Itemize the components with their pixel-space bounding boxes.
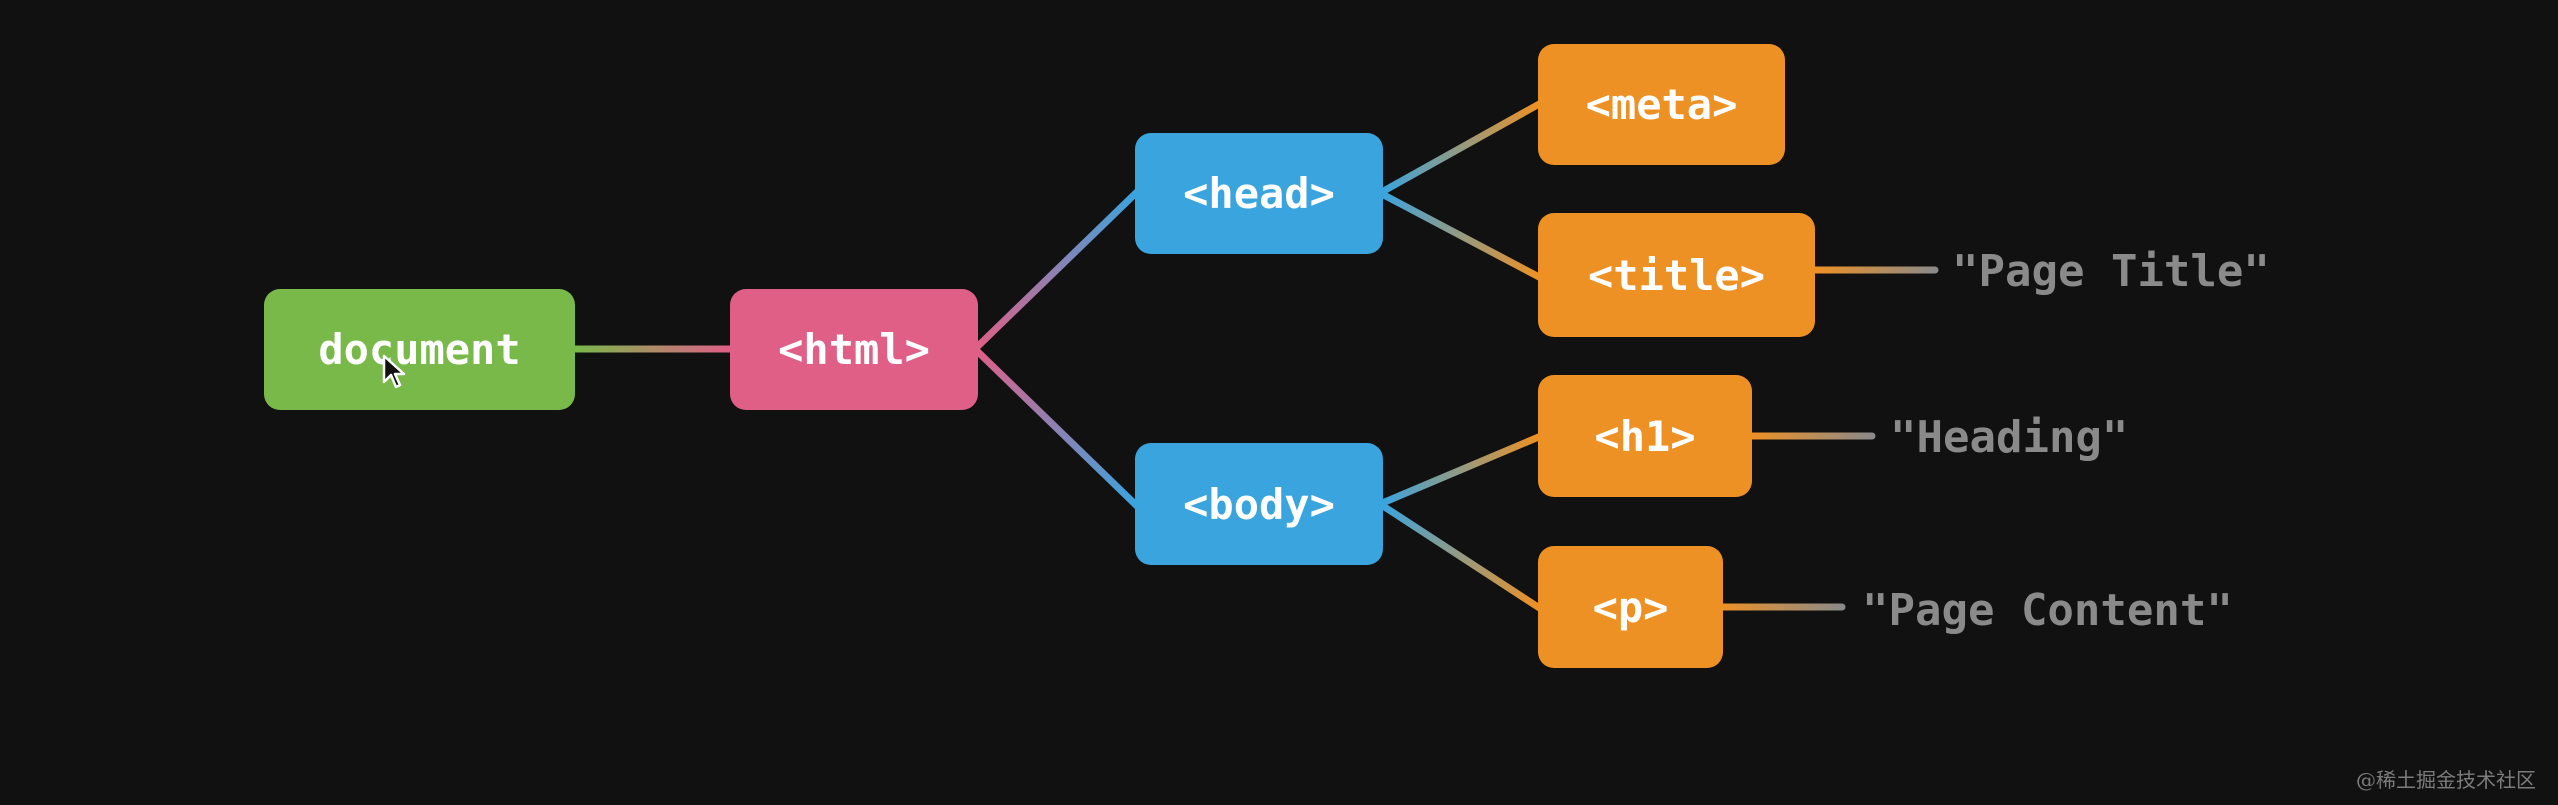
edge-head-title [1376, 189, 1545, 282]
html-node: <html> [730, 289, 978, 410]
title-node: <title> [1538, 213, 1815, 337]
title-text-node: "Page Title" [1952, 246, 2270, 297]
edge-body-p [1376, 500, 1545, 613]
edge-html-head [971, 187, 1142, 353]
edge-html-body [971, 345, 1142, 511]
mouse-pointer-icon [382, 354, 406, 389]
meta-node: <meta> [1538, 44, 1785, 165]
h1-node: <h1> [1538, 375, 1752, 497]
edge-head-meta [1376, 99, 1545, 197]
document-node: document [264, 289, 575, 410]
edge-body-h1 [1376, 432, 1545, 508]
h1-text-node: "Heading" [1890, 412, 2129, 463]
watermark: @稀土掘金技术社区 [2356, 768, 2536, 792]
body-node: <body> [1135, 443, 1383, 565]
p-text-node: "Page Content" [1862, 585, 2233, 636]
p-node: <p> [1538, 546, 1723, 668]
head-node: <head> [1135, 133, 1383, 254]
